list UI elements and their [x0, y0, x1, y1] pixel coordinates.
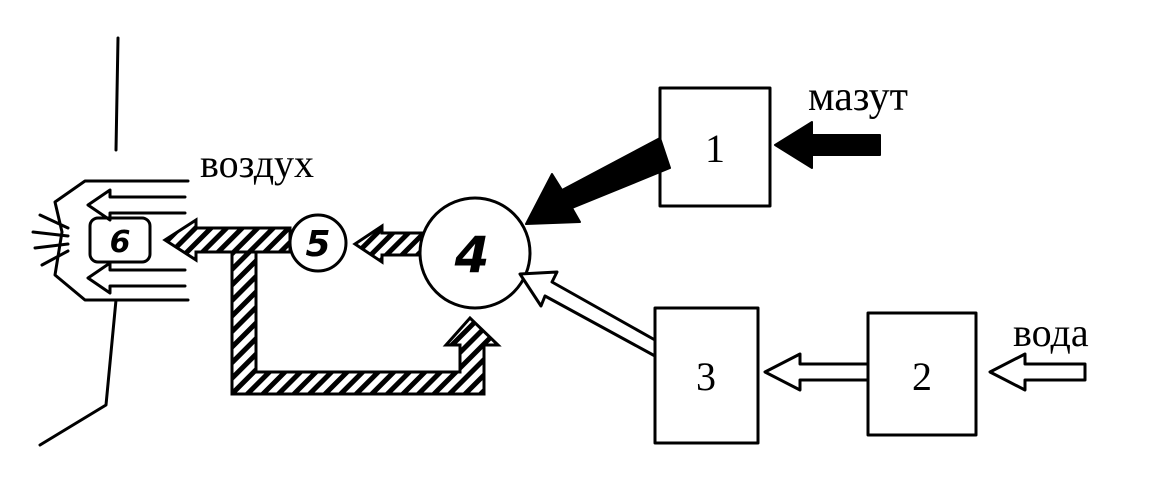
emulsion-arrow-5-to-6	[162, 217, 292, 263]
node-5-label: 5	[305, 224, 330, 265]
air-arrow-top	[86, 188, 187, 222]
mazut-arrow	[774, 121, 881, 169]
block-6	[88, 216, 152, 264]
node-5	[288, 213, 348, 273]
block-6-label: 6	[110, 225, 131, 260]
block-2-label: 2	[912, 354, 932, 399]
furnace-wall	[38, 36, 120, 447]
block-3-label: 3	[696, 354, 716, 399]
flame-sparks	[31, 213, 70, 267]
block-1-label: 1	[705, 126, 725, 171]
emulsion-arrow-4-to-5	[352, 223, 424, 265]
node-4-label: 4	[454, 226, 490, 284]
burner-body	[53, 179, 190, 302]
fuel-arrow-1-to-4	[525, 137, 671, 225]
block-3	[653, 306, 760, 445]
node-4	[418, 196, 532, 310]
mazut-label: мазут	[808, 74, 908, 120]
water-arrow-3-to-4	[518, 270, 657, 358]
vozdukh-label: воздух	[200, 141, 314, 186]
air-arrow-bottom	[86, 261, 187, 295]
water-arrow-2-to-3	[763, 352, 870, 392]
recirculation-loop	[230, 250, 502, 396]
voda-arrow	[988, 352, 1087, 392]
voda-label: вода	[1013, 310, 1089, 355]
